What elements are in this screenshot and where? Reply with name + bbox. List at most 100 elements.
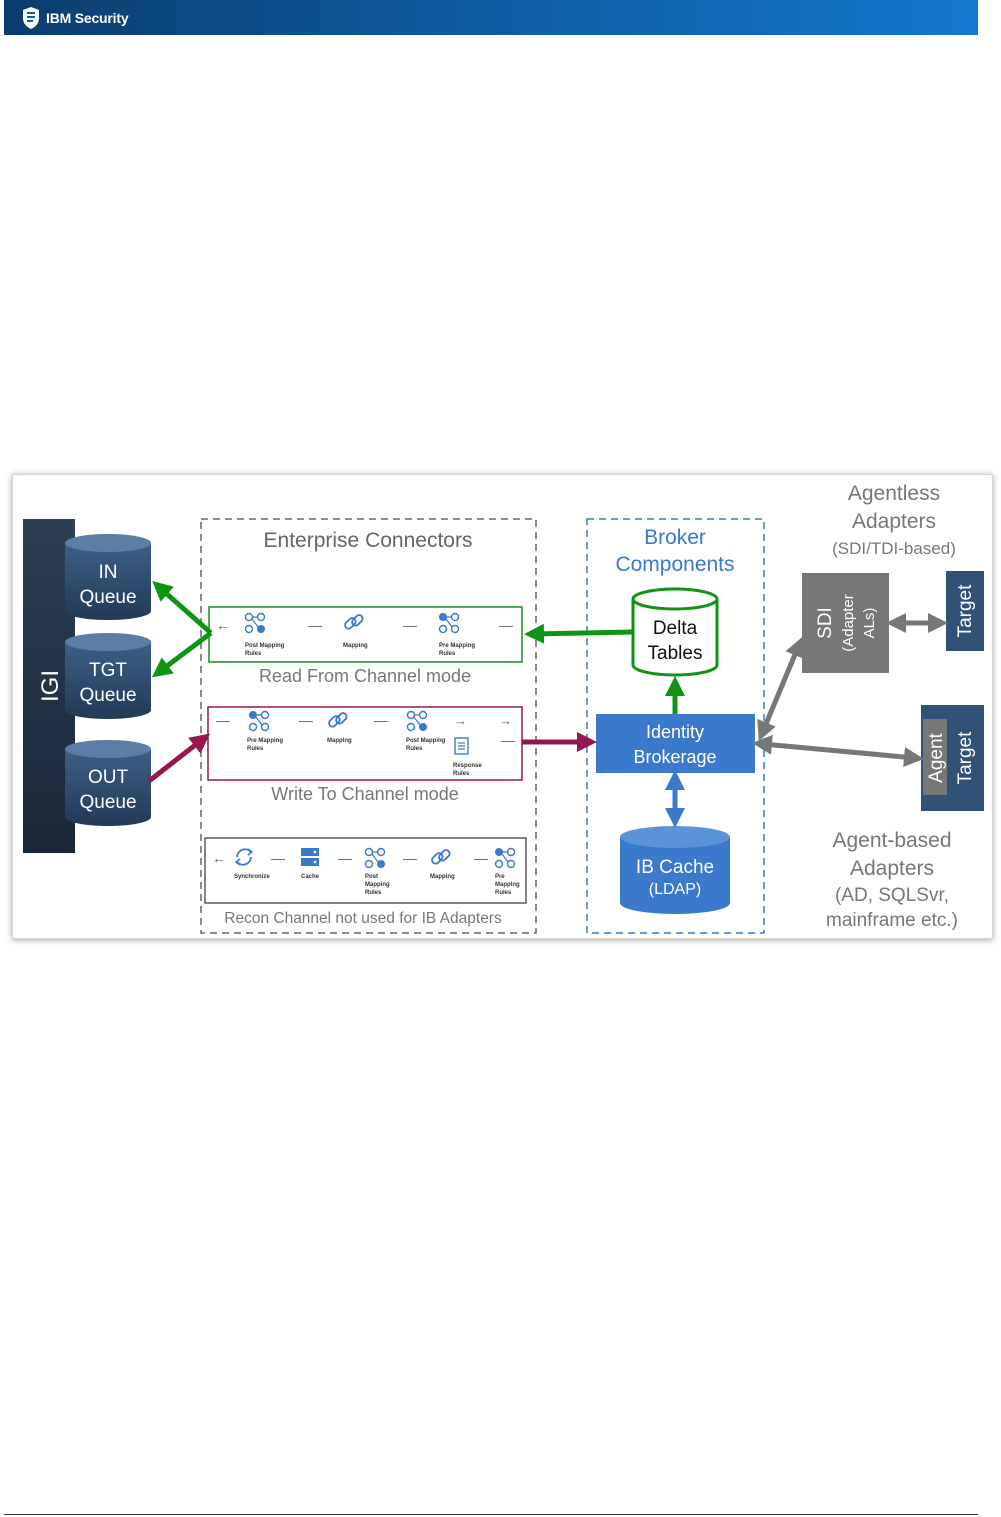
svg-text:Queue: Queue xyxy=(79,792,136,813)
svg-text:—: — xyxy=(403,850,417,866)
svg-text:Tables: Tables xyxy=(648,643,703,664)
svg-text:—: — xyxy=(499,617,513,633)
svg-text:IN: IN xyxy=(99,562,118,583)
svg-text:Rules: Rules xyxy=(453,771,470,777)
brand-logo[interactable]: IBM Security xyxy=(22,6,129,30)
diagram-canvas: IGI IN Queue TGT Queue OUT Queue Enterpr… xyxy=(23,482,984,934)
architecture-diagram: IGI IN Queue TGT Queue OUT Queue Enterpr… xyxy=(12,474,993,939)
svg-text:Rules: Rules xyxy=(495,890,512,896)
arrow-out-queue-to-write xyxy=(147,733,211,783)
arrow-read-to-in-queue xyxy=(152,581,213,635)
sdi-sub1: (Adapter xyxy=(840,594,857,652)
svg-text:Mapping: Mapping xyxy=(495,882,520,888)
arrow-brokerage-agent xyxy=(752,734,924,767)
write-channel-box: — Pre Mapping Rules — Mapping — Post Map… xyxy=(207,706,523,781)
recon-step-cache: Cache xyxy=(301,874,320,880)
svg-text:—: — xyxy=(501,732,515,748)
post-mapping-rules-icon xyxy=(244,612,266,634)
identity-brokerage-line1: Identity xyxy=(646,722,704,742)
ib-cache: IB Cache (LDAP) xyxy=(620,826,730,914)
arrow-delta-to-read xyxy=(524,623,634,644)
recon-channel-caption: Recon Channel not used for IB Adapters xyxy=(224,910,502,927)
agent-based-line1: Agent-based xyxy=(832,829,951,852)
recon-step-mapping: Mapping xyxy=(430,874,455,880)
agent-box xyxy=(923,719,947,795)
svg-text:IB Cache: IB Cache xyxy=(636,857,714,878)
svg-text:Mapping: Mapping xyxy=(365,882,390,888)
write-step-response: Response xyxy=(453,763,482,769)
svg-text:—: — xyxy=(299,712,313,728)
svg-text:←: ← xyxy=(212,850,226,866)
delta-tables: Delta Tables xyxy=(631,587,719,677)
tgt-queue: TGT Queue xyxy=(65,633,151,719)
svg-text:OUT: OUT xyxy=(88,767,129,788)
read-channel-caption: Read From Channel mode xyxy=(259,666,471,686)
target-label-agent-based: Target xyxy=(955,731,976,785)
sdi-box xyxy=(802,573,889,673)
svg-text:Rules: Rules xyxy=(365,890,382,896)
svg-text:—: — xyxy=(403,617,417,633)
post-mapping-rules-icon xyxy=(406,710,428,732)
mapping-link-icon xyxy=(344,614,364,630)
svg-text:Queue: Queue xyxy=(79,587,136,608)
write-step-mapping: Mapping xyxy=(327,738,352,744)
brand-name: IBM Security xyxy=(46,10,129,26)
read-step-pre-mapping: Pre Mapping xyxy=(439,643,475,649)
identity-brokerage-line2: Brokerage xyxy=(633,747,716,767)
agent-label: Agent xyxy=(926,732,947,782)
recon-step-pre-mapping: Pre xyxy=(495,874,505,880)
agent-based-line2: Adapters xyxy=(850,857,934,880)
svg-text:(LDAP): (LDAP) xyxy=(649,881,701,898)
enterprise-connectors-region xyxy=(200,518,537,934)
pre-mapping-rules-icon xyxy=(438,612,460,634)
identity-brokerage-box xyxy=(596,714,755,773)
agentless-line1: Agentless xyxy=(848,482,940,505)
write-step-pre-mapping: Pre Mapping xyxy=(247,738,283,744)
response-rules-icon xyxy=(454,737,469,755)
read-step-post-mapping: Post Mapping xyxy=(245,643,285,649)
broker-title-line1: Broker xyxy=(644,526,706,549)
agent-based-line4: mainframe etc.) xyxy=(826,910,958,931)
svg-text:—: — xyxy=(216,712,230,728)
svg-text:→: → xyxy=(499,713,512,728)
footer-rule xyxy=(4,1514,978,1515)
recon-step-synchronize: Synchronize xyxy=(234,874,270,880)
igi-label: IGI xyxy=(37,670,64,702)
mapping-link-icon xyxy=(431,849,451,865)
mapping-link-icon xyxy=(328,712,348,728)
post-mapping-rules-icon xyxy=(364,847,386,869)
svg-text:Queue: Queue xyxy=(79,685,136,706)
svg-text:→: → xyxy=(454,713,467,728)
broker-title-line2: Components xyxy=(615,553,734,576)
svg-text:TGT: TGT xyxy=(89,660,127,681)
arrow-left-icon: ← xyxy=(216,617,230,633)
header-bar: IBM Security xyxy=(4,0,978,35)
svg-text:Rules: Rules xyxy=(439,651,456,657)
svg-text:Rules: Rules xyxy=(406,746,423,752)
pre-mapping-rules-icon xyxy=(494,847,516,869)
sdi-sub2: ALs) xyxy=(861,608,878,639)
write-step-post-mapping: Post Mapping xyxy=(406,738,446,744)
svg-text:Delta: Delta xyxy=(653,618,698,639)
read-channel-box: ← Post Mapping Rules — Mapping — Pre Map… xyxy=(208,606,523,663)
in-queue: IN Queue xyxy=(65,534,151,620)
svg-text:Rules: Rules xyxy=(247,746,264,752)
pre-mapping-rules-icon xyxy=(248,710,270,732)
recon-channel-box: ← Synchronize — Cache — Post Mapping Rul… xyxy=(204,837,527,904)
svg-text:—: — xyxy=(308,617,322,633)
arrow-read-to-tgt-queue xyxy=(151,631,213,678)
write-channel-caption: Write To Channel mode xyxy=(271,784,458,804)
target-label-agentless: Target xyxy=(955,584,976,638)
target-box-agentless xyxy=(946,571,984,651)
enterprise-connectors-title: Enterprise Connectors xyxy=(264,529,473,552)
svg-text:Rules: Rules xyxy=(245,651,262,657)
out-queue: OUT Queue xyxy=(65,740,151,826)
svg-text:—: — xyxy=(374,712,388,728)
cache-icon xyxy=(301,848,319,866)
agentless-line2: Adapters xyxy=(852,510,936,533)
arrow-brokerage-sdi xyxy=(757,636,804,742)
agentless-line3: (SDI/TDI-based) xyxy=(832,539,956,558)
read-step-mapping: Mapping xyxy=(343,643,368,649)
sdi-label: SDI xyxy=(815,607,836,639)
ibm-security-shield-icon xyxy=(23,7,39,29)
